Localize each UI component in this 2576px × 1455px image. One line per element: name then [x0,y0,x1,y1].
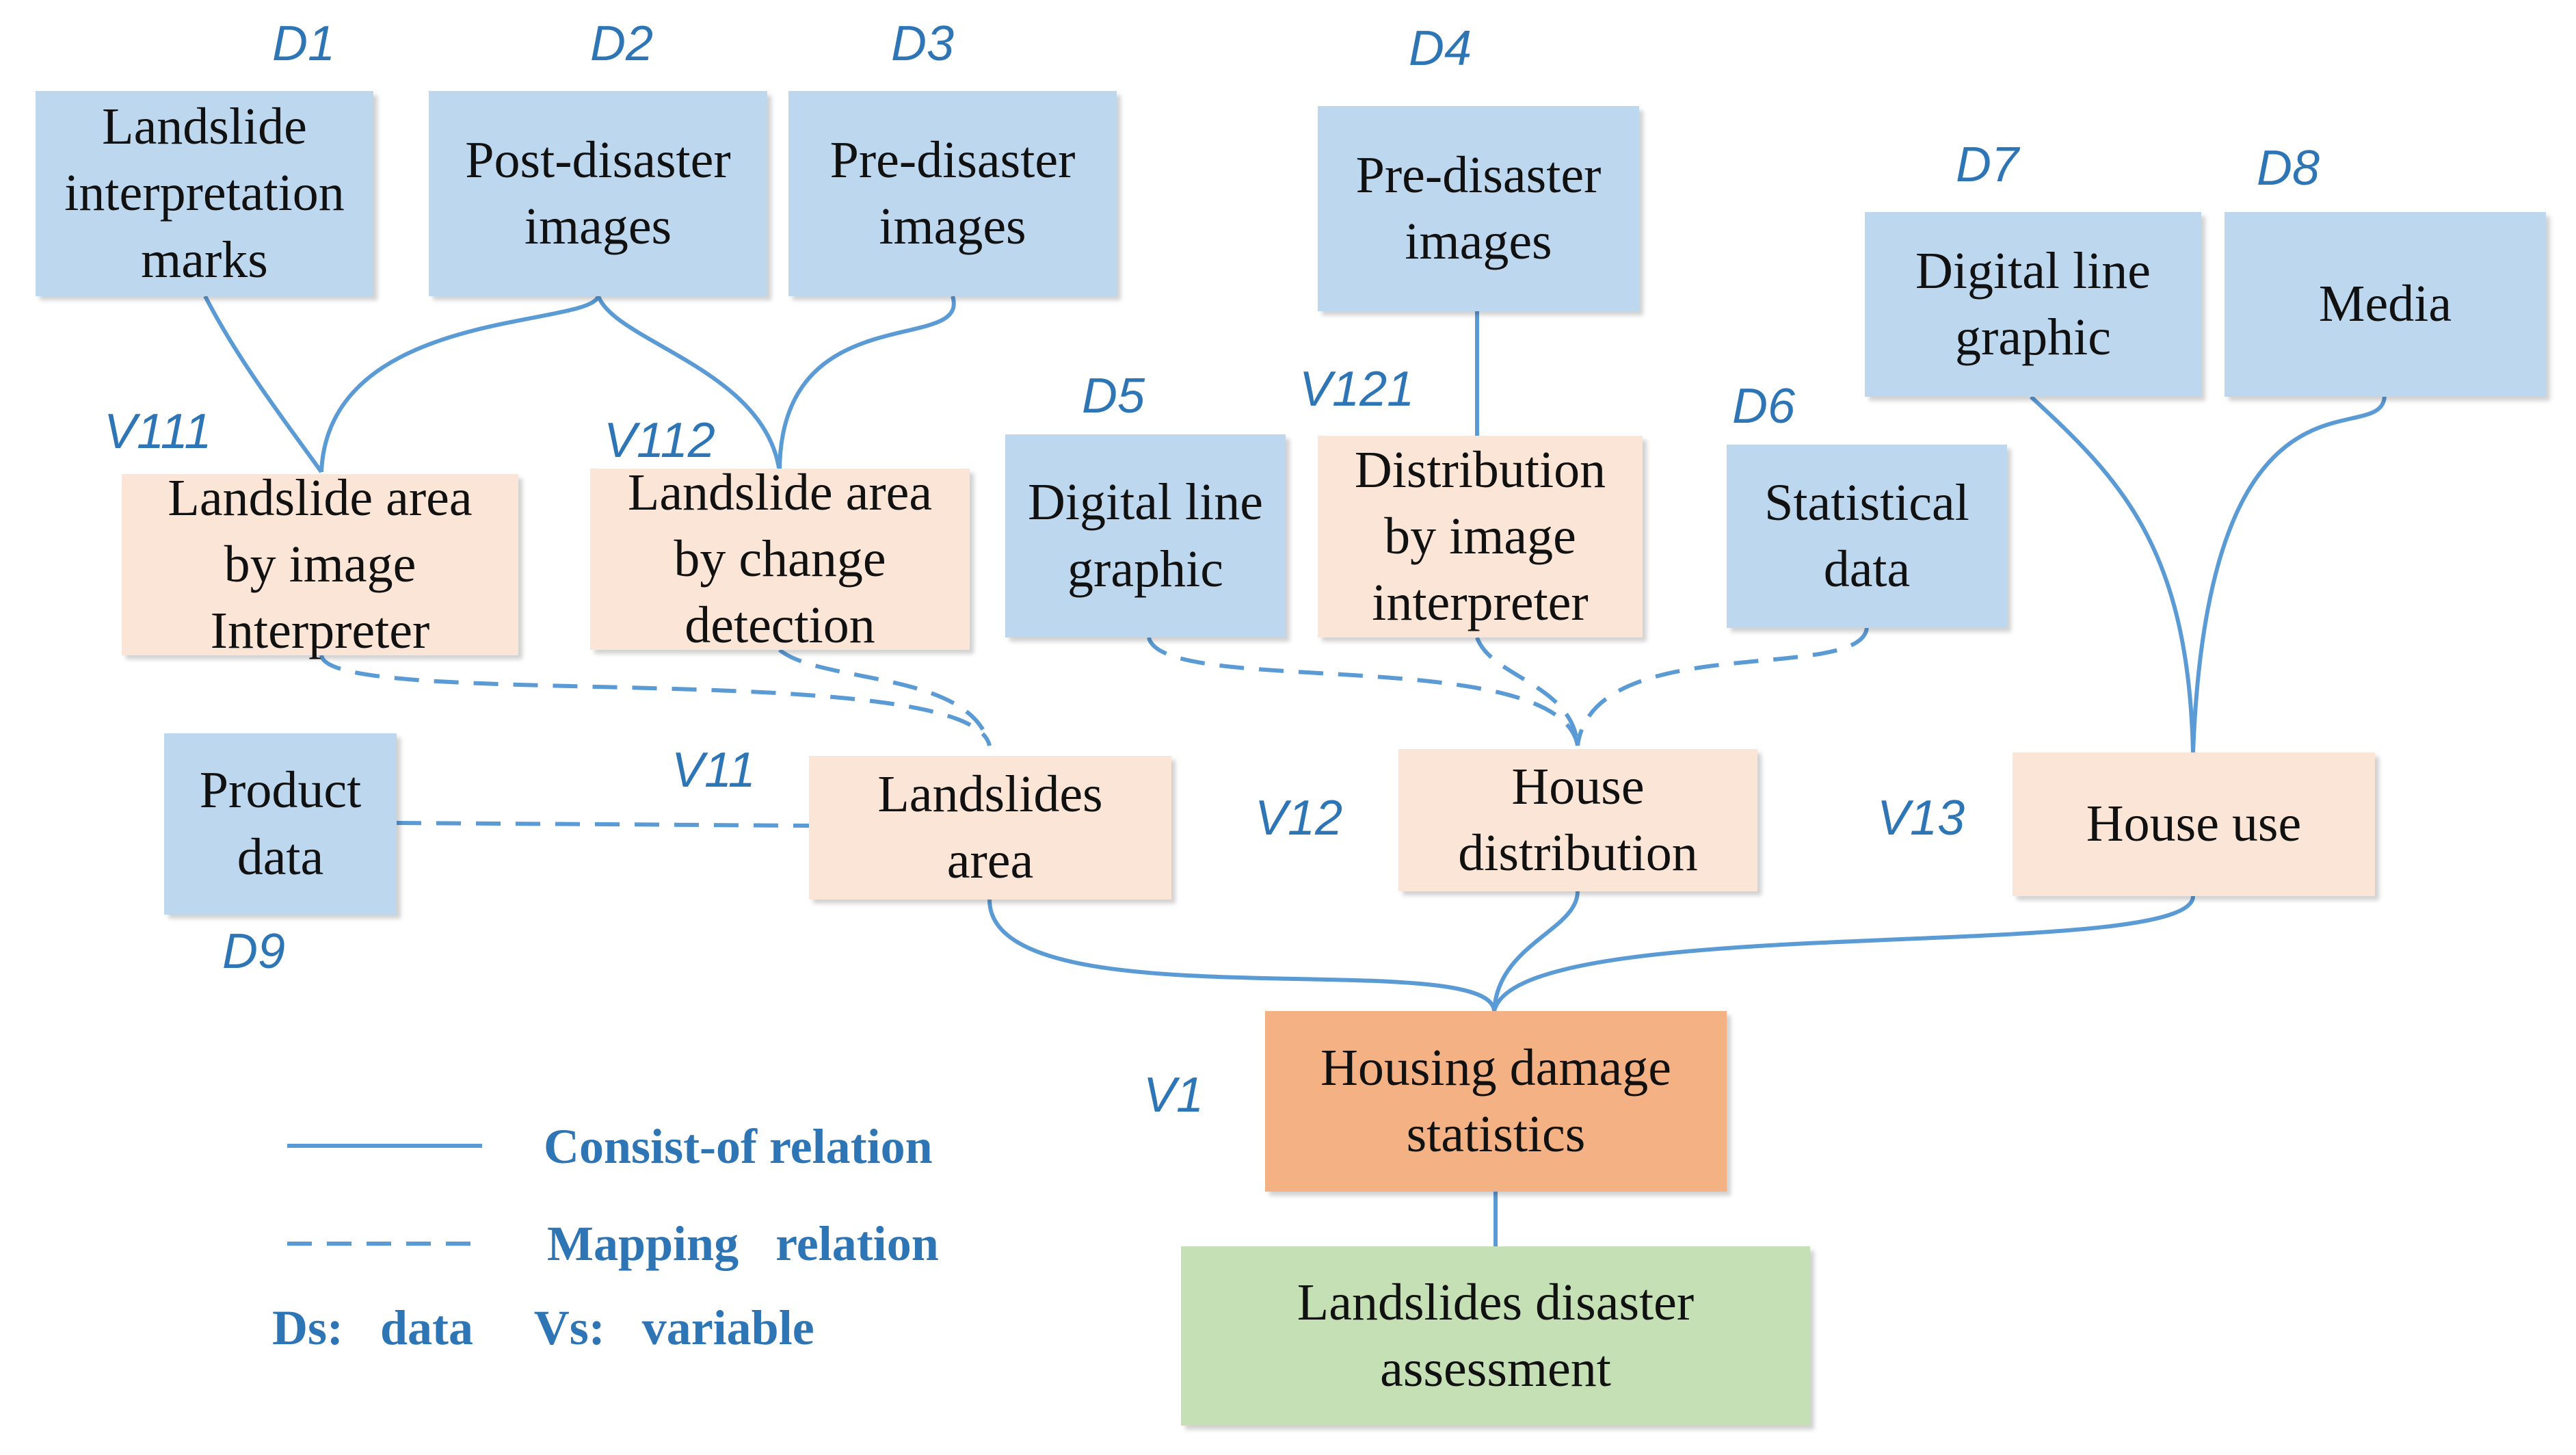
tag-d9: D9 [222,924,286,979]
node-landslides-disaster-assessment: Landslides disaster assessment [1181,1246,1810,1426]
legend-consist-of-label: Consist-of relation [544,1119,933,1174]
tag-v111: V111 [104,404,212,459]
tag-v121: V121 [1299,362,1415,417]
tag-d8: D8 [2257,141,2320,196]
edge-v112-v11 [778,648,992,746]
edge-v12-v1 [1492,891,1580,1012]
node-d2-post-disaster-images: Post-disaster images [429,91,767,296]
tag-d1: D1 [272,16,336,71]
tag-d3: D3 [891,16,955,71]
edge-d9-v11 [396,821,810,828]
node-v111-landslide-area-by-image-interpreter: Landslide area by image Interpreter [122,469,518,659]
edge-v11-v1 [987,899,1496,1012]
edge-d1-v111 [203,295,323,473]
node-d5-digital-line-graphic: Digital line graphic [1005,434,1286,638]
tag-v11: V11 [672,743,756,798]
tag-d5: D5 [1082,369,1145,423]
tag-v13: V13 [1877,791,1965,846]
node-d6-statistical-data: Statistical data [1727,445,2007,628]
node-d1-landslide-interpretation-marks: Landslide interpretation marks [36,91,373,296]
node-v121-distribution-by-image-interpreter: Distribution by image interpreter [1318,436,1643,638]
tag-v112: V112 [604,413,715,468]
tag-d6: D6 [1732,379,1796,434]
edge-d6-v12 [1576,627,1869,746]
node-v1-housing-damage-statistics: Housing damage statistics [1265,1011,1727,1192]
node-d3-pre-disaster-images: Pre-disaster images [788,91,1117,296]
edge-d2-v111 [319,295,600,473]
tag-d4: D4 [1409,21,1472,76]
node-v11-landslides-area: Landslides area [809,756,1171,900]
node-d4-pre-disaster-images: Pre-disaster images [1318,106,1639,311]
legend-mapping-label: Mapping relation [547,1216,939,1271]
edge-d7-v13 [2029,395,2195,753]
tag-d2: D2 [590,16,654,71]
tag-v12: V12 [1255,791,1343,846]
tag-d7: D7 [1956,137,2019,192]
edge-d5-v12 [1147,636,1580,746]
tag-v1: V1 [1143,1068,1204,1123]
node-d9-product-data: Product data [164,733,397,915]
node-d7-digital-line-graphic: Digital line graphic [1865,212,2201,397]
node-d8-media: Media [2225,212,2546,397]
edge-v13-v1 [1492,895,2195,1012]
node-v112-landslide-area-by-change-detection: Landslide area by change detection [590,464,970,654]
edge-d3-v112 [778,296,956,473]
edge-v111-v11 [319,654,992,746]
node-v13-house-use: House use [2013,752,2375,896]
edge-v121-v12 [1475,636,1580,746]
legend-ds-vs-key: Ds: data Vs: variable [272,1300,814,1355]
node-v12-house-distribution: House distribution [1398,749,1757,891]
edge-d8-v13 [2191,396,2387,753]
edge-d2-v112 [596,295,782,473]
